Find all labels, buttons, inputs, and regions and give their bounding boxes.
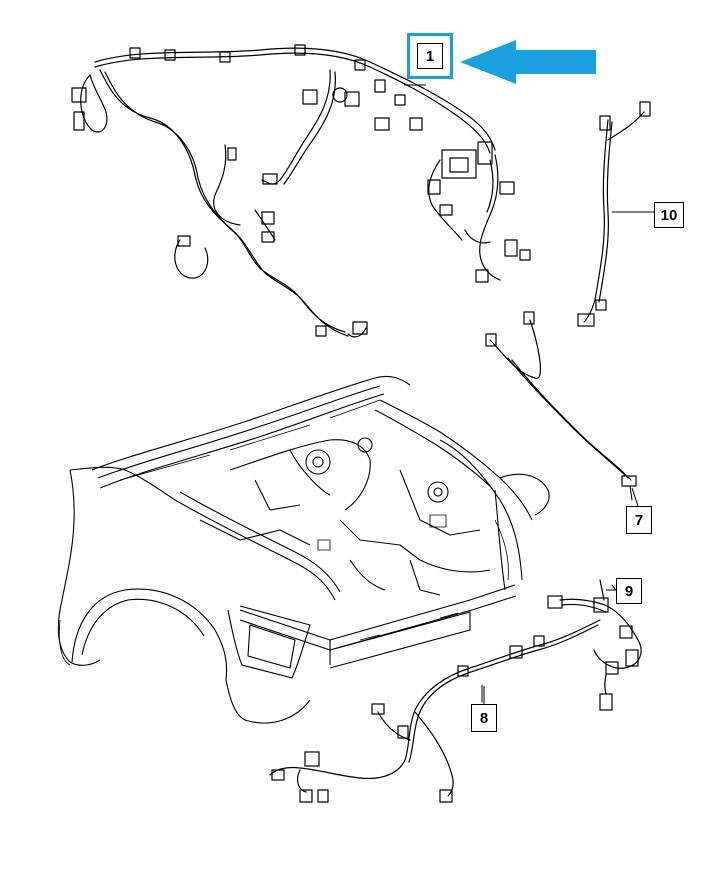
callout-10-label: 10 xyxy=(660,206,678,224)
callout-10[interactable]: 10 xyxy=(654,202,684,228)
callout-1-highlighted[interactable]: 1 xyxy=(407,33,453,79)
harness-1 xyxy=(71,44,531,338)
vehicle-front-body xyxy=(57,375,550,724)
callout-1-label: 1 xyxy=(417,43,443,69)
callout-9-label: 9 xyxy=(624,582,634,600)
callout-7-label: 7 xyxy=(634,511,644,529)
leader-lines xyxy=(404,84,654,704)
callout-8-label: 8 xyxy=(479,709,489,727)
callout-9[interactable]: 9 xyxy=(616,578,642,604)
harness-10 xyxy=(577,101,653,327)
harness-9 xyxy=(547,579,642,711)
harness-7 xyxy=(485,311,637,501)
harness-8 xyxy=(269,619,601,803)
callout-7[interactable]: 7 xyxy=(626,506,652,534)
callout-8[interactable]: 8 xyxy=(471,704,497,732)
blue-pointer-arrow-icon xyxy=(460,40,596,84)
